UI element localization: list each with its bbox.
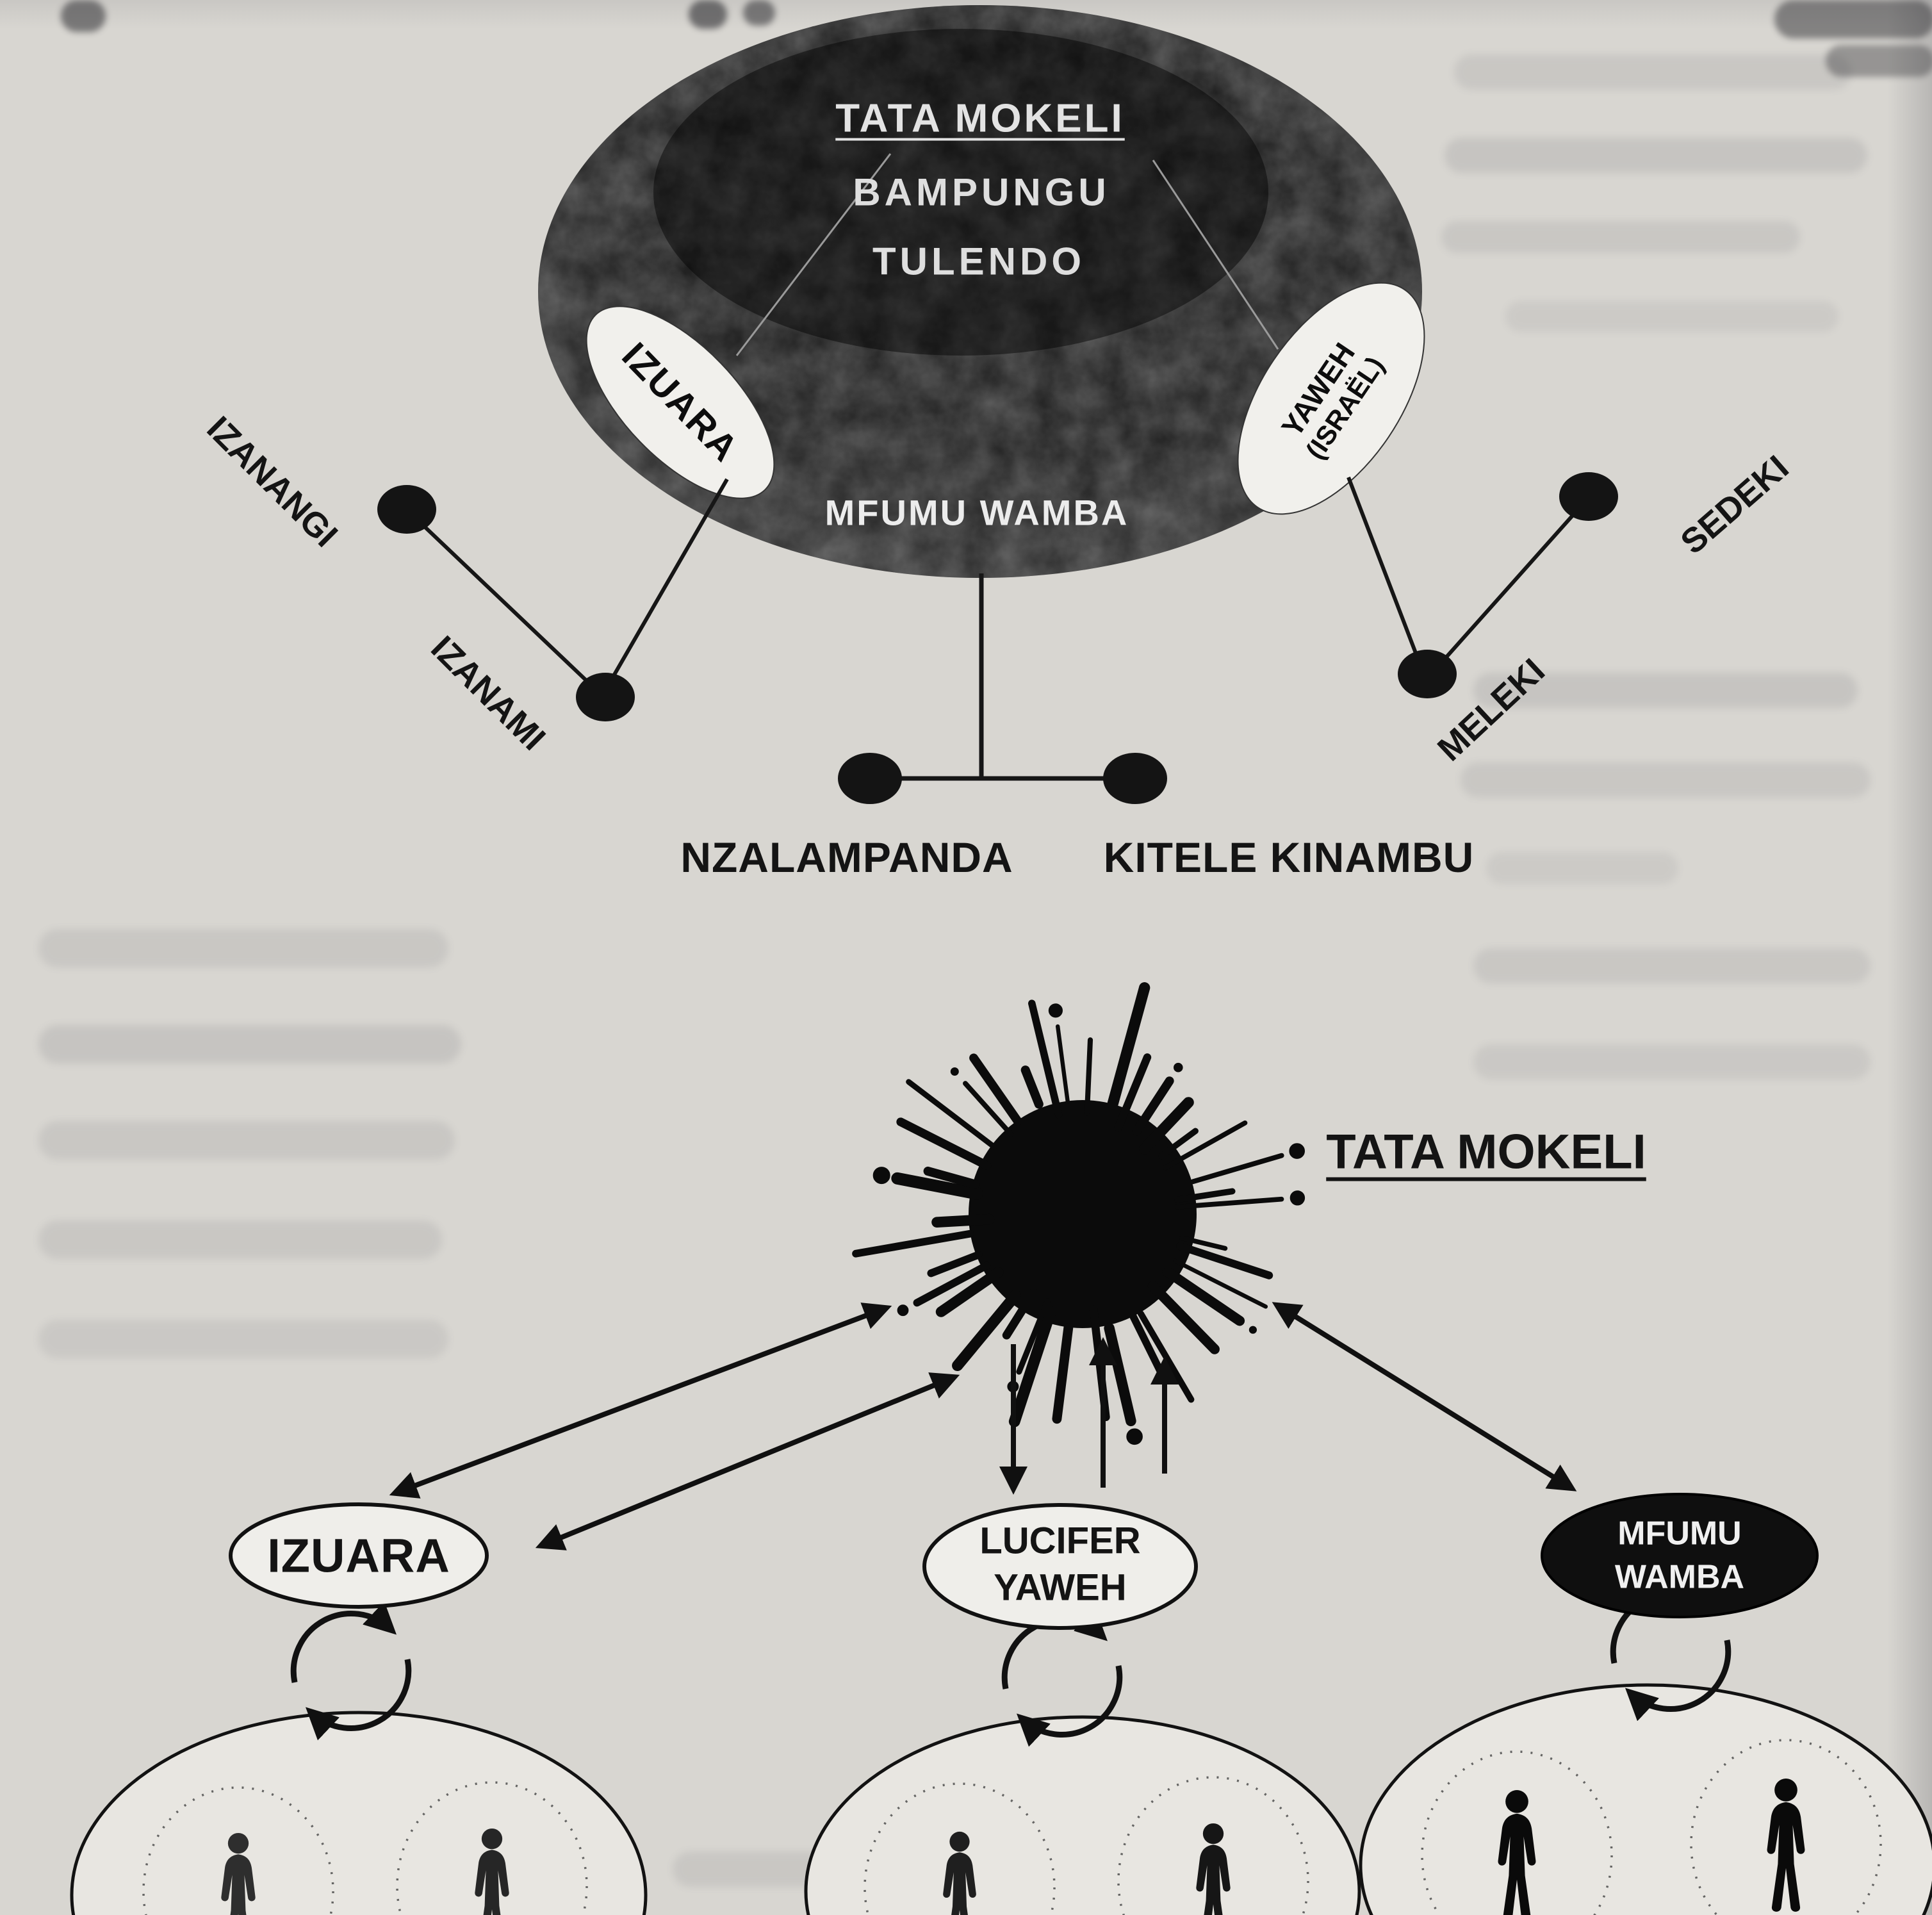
nzalampanda-label: NZALAMPANDA [680, 834, 1013, 881]
mfumu-branch-oval [1541, 1493, 1819, 1618]
smudge [38, 1221, 442, 1259]
sun-label: TATA MOKELI [1326, 1124, 1646, 1179]
top-connector-lines [413, 476, 1583, 781]
main-ellipse-line2: BAMPUNGU [853, 170, 1110, 214]
izuara-branch-oval [229, 1502, 489, 1609]
sun-icon [852, 982, 1306, 1445]
sedeki-dot [1559, 472, 1618, 521]
izanangi-dot [377, 485, 436, 534]
dotted-auras [142, 1739, 1882, 1915]
izuara-branch-label: IZUARA [267, 1529, 450, 1582]
bottom-diagram [70, 982, 1932, 1915]
smudge [38, 1121, 455, 1160]
izuara-oval [585, 306, 775, 499]
mfumu-line1: MFUMU [1617, 1515, 1742, 1552]
yaweh-oval [1237, 282, 1425, 515]
inner-connector-lines [735, 153, 1279, 356]
main-ellipse-title: TATA MOKELI [835, 96, 1125, 141]
inner-dark-blob [653, 29, 1268, 356]
group-ellipse-right [1359, 1683, 1932, 1915]
smudge [1461, 762, 1871, 798]
smudge [1486, 852, 1678, 884]
smudge [38, 1025, 461, 1064]
smudge [1441, 221, 1800, 253]
lucifer-branch-label: LUCIFER YAWEH [979, 1518, 1140, 1611]
izanami-dot [576, 673, 635, 721]
smudge [1445, 138, 1867, 173]
smudge [1454, 54, 1851, 90]
smudge [1473, 1044, 1871, 1080]
kitele-kinambu-label: KITELE KINAMBU [1103, 834, 1475, 881]
smudge [1473, 673, 1858, 708]
meleki-dot [1398, 650, 1457, 698]
main-ellipse-bottom-label: MFUMU WAMBA [824, 492, 1129, 533]
mfumu-line2: WAMBA [1614, 1558, 1745, 1595]
lucifer-line1: LUCIFER [979, 1520, 1141, 1562]
kitele-dot [1103, 753, 1167, 804]
smudge [743, 0, 775, 26]
main-ellipse-line3: TULENDO [872, 240, 1085, 283]
smudge [38, 929, 448, 967]
smudge [1774, 0, 1932, 38]
mfumu-branch-label: MFUMU WAMBA [1615, 1512, 1744, 1599]
group-ellipse-mid [804, 1715, 1361, 1915]
smudge [1826, 45, 1932, 77]
top-diagram [377, 5, 1618, 804]
smudge [61, 0, 106, 32]
smudge [1505, 301, 1838, 332]
radiating-arrows [389, 1302, 1577, 1550]
lucifer-branch-oval [922, 1503, 1198, 1630]
smudge [1473, 948, 1871, 983]
smudge [689, 0, 727, 29]
smudge [38, 1320, 448, 1358]
nzalampanda-dot [838, 753, 902, 804]
lucifer-line2: YAWEH [994, 1566, 1127, 1608]
